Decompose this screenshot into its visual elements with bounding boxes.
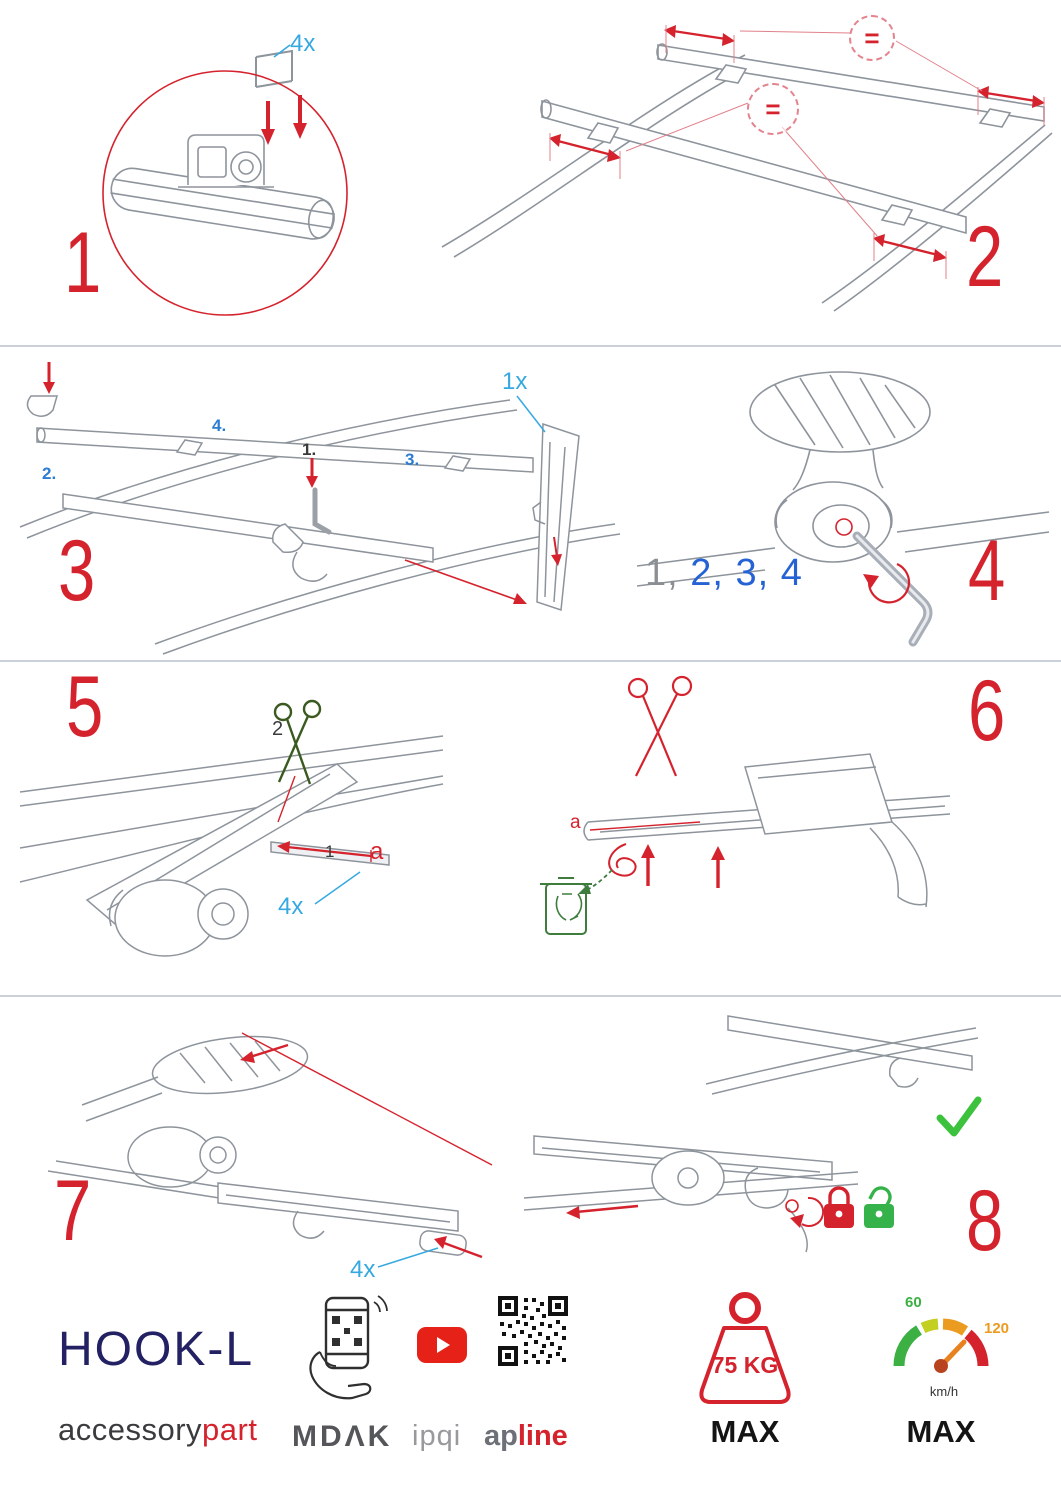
step5-order-cut-label: 2 (272, 718, 284, 740)
step1-qty-label: 4x (290, 30, 316, 57)
brand-wordmark: accessorypart (58, 1412, 257, 1448)
speed-high-label: 120 (984, 1320, 1010, 1337)
step3-sub-label-3: 3. (405, 450, 420, 469)
step7-number: 7 (54, 1163, 92, 1259)
step6-strap-label: a (570, 812, 581, 833)
allen-key-icon (852, 531, 933, 647)
step3-sub-label-1: 1. (302, 440, 317, 459)
max-weight-label: MAX (710, 1414, 780, 1449)
slide-arrow-icon (566, 1204, 639, 1219)
qr-scan-phone-icon (309, 1295, 388, 1400)
step5-drawing (19, 699, 444, 957)
step5-order-pull-label: 1 (325, 842, 335, 861)
step3-drawing (19, 362, 620, 655)
section-divider (0, 345, 1061, 347)
product-name: HOOK-L (58, 1323, 255, 1376)
step1-number: 1 (64, 215, 102, 311)
step5-strap-label: a (370, 838, 384, 865)
step6-drawing (540, 675, 951, 935)
step4-number: 4 (968, 523, 1006, 619)
max-weight-icon (699, 1292, 791, 1404)
step6-number: 6 (968, 663, 1006, 759)
step5-qty-label: 4x (278, 893, 304, 920)
section-divider (0, 995, 1061, 997)
step2-number: 2 (966, 209, 1004, 305)
scissors-icon (627, 675, 693, 777)
equal-spacing-badge: = (849, 15, 895, 61)
logo-line: line (517, 1420, 568, 1452)
speed-unit-label: km/h (929, 1384, 959, 1399)
step2-drawing (441, 25, 1053, 312)
step3-number: 3 (58, 523, 96, 619)
measure-lines (549, 25, 1045, 279)
max-weight-value: 75 KG (711, 1352, 779, 1378)
step8-drawing (523, 1015, 982, 1253)
step3-sub-label-2: 2. (42, 464, 57, 483)
brand-part: part (202, 1412, 258, 1447)
pull-arrow-icon (277, 841, 372, 862)
step4-drawing (636, 371, 1050, 647)
step5-number: 5 (66, 659, 104, 755)
scissors-icon (273, 699, 322, 785)
lock-closed-icon (824, 1186, 854, 1228)
step1-drawing (102, 44, 348, 316)
youtube-icon (417, 1327, 467, 1363)
logo-apline: apline (484, 1420, 568, 1453)
insert-arrows-icon (240, 1043, 483, 1259)
step3-sub-label-4: 4. (212, 416, 227, 435)
qr-code-icon (498, 1296, 568, 1366)
equal-sign: = (765, 93, 781, 124)
logo-ipqi: ipqi (412, 1420, 462, 1452)
speedometer-icon (893, 1318, 989, 1373)
lock-open-icon (864, 1186, 894, 1228)
sequence-first: 1, (645, 552, 679, 594)
step7-qty-label: 4x (350, 1256, 376, 1283)
insert-arrows-icon (261, 95, 307, 145)
step3-arrows-icon (43, 362, 562, 604)
step7-drawing (47, 1032, 493, 1268)
trash-icon (540, 877, 592, 935)
step3-qty-label: 1x (502, 368, 528, 395)
check-icon (936, 1096, 982, 1137)
logo-mdak: MDΛK (292, 1420, 393, 1453)
speed-low-label: 60 (905, 1294, 922, 1311)
zoom-circle-icon (102, 70, 348, 316)
push-arrows-icon (641, 844, 725, 888)
equal-sign: = (864, 22, 880, 53)
equal-spacing-badge: = (747, 83, 799, 135)
logo-ap: ap (484, 1420, 518, 1452)
strap-scrap-icon (608, 843, 637, 877)
max-speed-label: MAX (906, 1414, 976, 1449)
step4-sequence-label: 1, 2, 3, 4 (645, 552, 803, 595)
measure-arrows-icon (549, 25, 1045, 262)
step8-number: 8 (966, 1173, 1004, 1269)
brand-accessory: accessory (58, 1412, 203, 1447)
turn-arrow-icon (867, 562, 911, 604)
section-divider (0, 660, 1061, 662)
sequence-rest: 2, 3, 4 (678, 552, 803, 594)
